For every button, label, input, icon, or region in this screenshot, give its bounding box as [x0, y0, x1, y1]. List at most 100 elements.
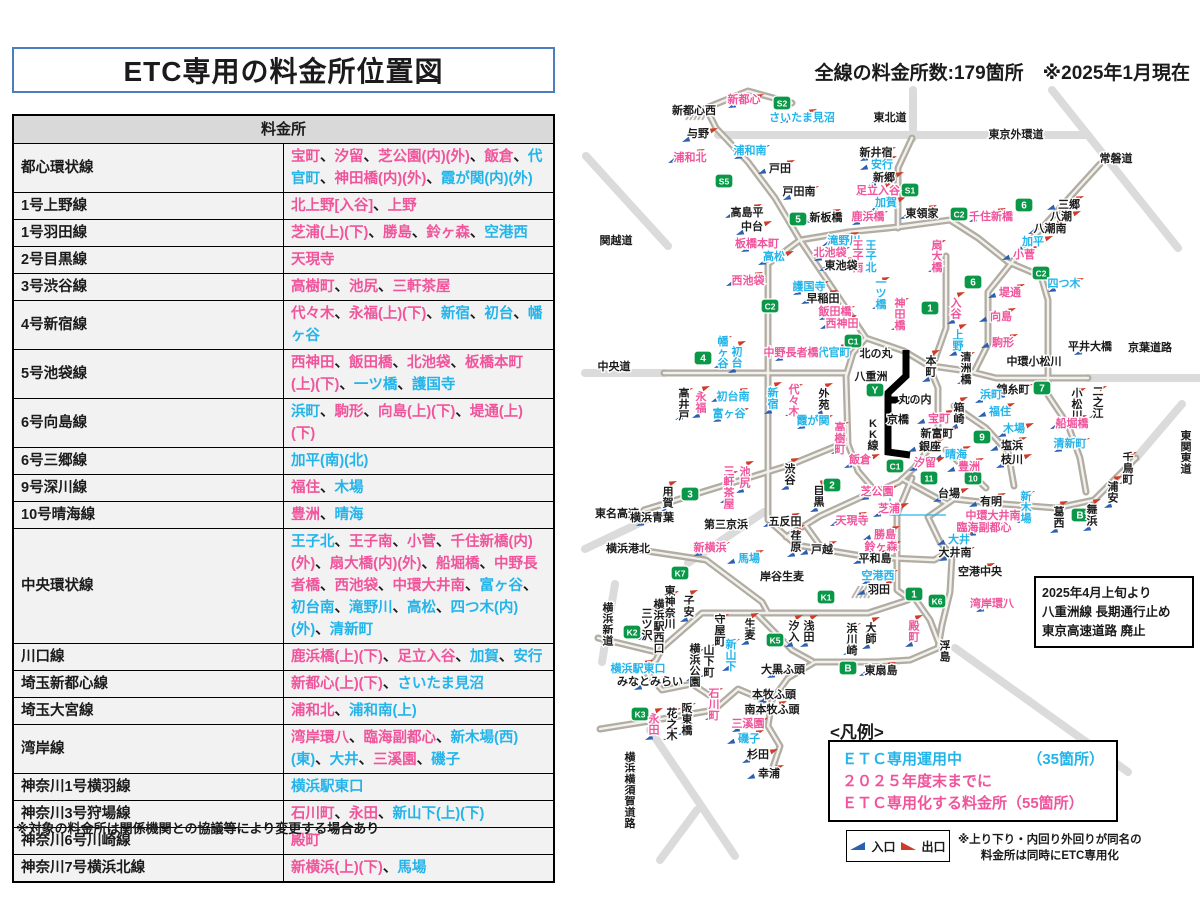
toll-gate: 中野長者橋 [291, 556, 538, 594]
exit-marker [684, 388, 693, 394]
exit-marker [1072, 211, 1081, 217]
map-label: 安行 [871, 157, 893, 171]
toll-gate: 福住 [291, 480, 320, 496]
entrance-marker [668, 157, 677, 163]
closed-section-hatch [701, 107, 710, 121]
exit-marker [850, 232, 859, 238]
map-label: 西神田 [826, 316, 859, 330]
exit-marker [1025, 423, 1034, 429]
key-note-line-2: 料金所は同時にETC専用化 [980, 850, 1119, 862]
map-label: 護国寺 [793, 279, 826, 293]
map-label: さいたま見沼 [769, 110, 835, 124]
exit-marker [966, 547, 975, 553]
toll-gate: 天現寺 [291, 252, 335, 268]
map-label: 一ツ橋 [876, 277, 888, 311]
map-label: 豊洲 [958, 459, 980, 473]
toll-gate: 大井 [329, 752, 359, 768]
toll-gate: 王子南 [349, 534, 393, 550]
entrance-marker [678, 729, 687, 735]
exit-label: 出口 [921, 839, 946, 854]
expressway-road-core [598, 708, 716, 731]
exit-marker [962, 446, 971, 452]
map-label: 幸浦 [758, 766, 780, 780]
toll-gate: 代官町 [291, 149, 543, 187]
entrance-marker [868, 180, 877, 186]
entrance-marker [998, 431, 1007, 437]
map-label: 二之江 [1093, 386, 1104, 420]
route-shield: 1 [920, 300, 940, 316]
map-label: 中環大井南 [966, 508, 1021, 522]
exit-marker [729, 471, 738, 477]
exit-marker [659, 610, 668, 616]
map-label: 王子北 [866, 239, 877, 274]
closure-notice-box: 2025年4月上旬より 八重洲線 長期通行止め 東京高速道路 廃止 [1034, 576, 1194, 648]
map-label: 三郷 [1058, 197, 1080, 211]
separator: 、 [436, 534, 451, 550]
map-label: 大師 [866, 621, 877, 646]
exit-marker [737, 341, 746, 347]
map-label: みなとみらい [617, 675, 683, 688]
line-name: 都心環状線 [12, 143, 284, 193]
map-label: 新富町 [921, 426, 954, 440]
map-label: 横浜横須賀道路 [624, 750, 637, 830]
map-label: 入谷 [951, 297, 963, 321]
entrance-marker [997, 392, 1006, 398]
map-label: 山下町 [704, 643, 715, 679]
map-label: 岸谷生麦 [760, 569, 805, 583]
entrance-marker [852, 219, 861, 225]
expressway-road-core [895, 476, 914, 600]
entrance-marker [675, 414, 684, 420]
map-label: 宝町 [928, 411, 950, 425]
line-name: 1号羽田線 [12, 219, 284, 247]
closed-section-hatch [855, 585, 864, 599]
map-label: 新横浜 [694, 540, 727, 554]
map-label: 浜川崎 [846, 621, 858, 657]
entrance-marker [700, 671, 709, 677]
entrance-marker [732, 726, 741, 732]
separator: 、 [378, 578, 393, 594]
svg-text:1: 1 [927, 304, 933, 315]
entrance-marker [741, 639, 750, 645]
entrance-marker [1050, 423, 1059, 429]
exit-marker [790, 458, 799, 464]
separator: 、 [455, 404, 470, 420]
table-footnote: ※対象の料金所は関係機関との協議等により変更する場合あり [16, 821, 380, 836]
entrance-marker [814, 255, 823, 261]
entrance-marker [785, 641, 794, 647]
entrance-marker [978, 411, 987, 417]
exit-marker [720, 614, 729, 620]
exit-marker [769, 749, 778, 755]
line-name: 4号新宿線 [12, 300, 284, 350]
toll-gate: 池尻 [349, 279, 378, 295]
map-label: 荏原 [791, 529, 802, 554]
entrance-marker [767, 672, 776, 678]
separator: 、 [339, 377, 354, 393]
route-shield: K6 [927, 593, 947, 609]
separator: 、 [378, 279, 393, 295]
toll-gate: 鈴ヶ森 [426, 225, 470, 241]
exit-marker [1018, 437, 1027, 443]
toll-gate: 千住新橋(内)(外) [291, 534, 533, 572]
entrance-marker [1050, 527, 1059, 533]
entrance-marker [860, 164, 869, 170]
entrance-marker [616, 668, 625, 674]
map-label: 八潮南 [1033, 221, 1067, 235]
map-label: 第三京浜 [704, 517, 748, 531]
map-label: 加平 [1021, 234, 1044, 248]
exit-marker [794, 384, 803, 390]
exit-marker [824, 415, 833, 421]
toll-gate: 初台 [484, 306, 514, 322]
exit-marker [1009, 334, 1018, 340]
map-label: 浅田 [804, 619, 815, 644]
toll-gate: 芝浦(上)(下) [291, 225, 369, 241]
map-label: 代官町 [817, 345, 851, 359]
entrance-marker [758, 697, 767, 703]
exit-marker [701, 386, 710, 392]
map-label: 外苑 [818, 387, 830, 412]
map-label: 横浜駅西口 [653, 597, 666, 655]
closure-line-3: 東京高速道路 廃止 [1042, 624, 1146, 638]
map-label: 空港中央 [958, 564, 1003, 578]
table-row: 10号晴海線豊洲、晴海 [12, 501, 555, 529]
map-label: 扇大橋 [932, 238, 944, 274]
entrance-marker [976, 606, 985, 612]
